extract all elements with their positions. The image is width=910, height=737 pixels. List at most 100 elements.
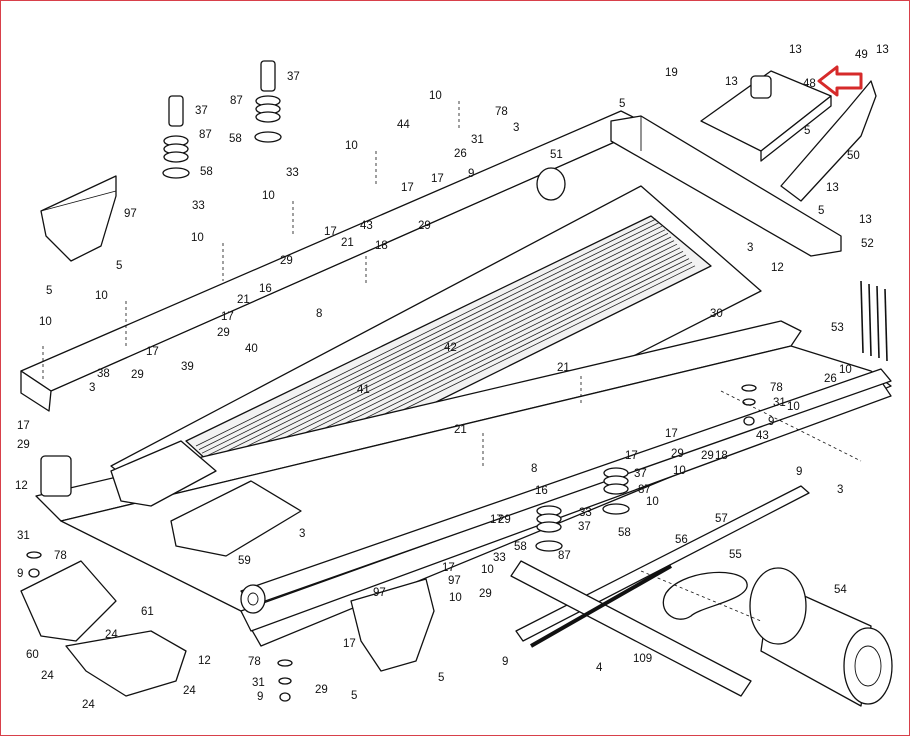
part-label-40: 40 (245, 343, 258, 355)
part-label-31: 31 (17, 530, 30, 542)
part-label-78: 78 (495, 106, 508, 118)
part-label-17: 17 (324, 226, 337, 238)
drive-belt (662, 571, 748, 620)
part-label-5: 5 (46, 285, 52, 297)
lower-frame (35, 320, 892, 647)
part-label-10: 10 (787, 401, 800, 413)
motor-belt (536, 167, 566, 201)
part-label-78: 78 (248, 656, 261, 668)
part-label-10: 10 (673, 465, 686, 477)
part-label-13: 13 (859, 214, 872, 226)
part-label-17: 17 (442, 562, 455, 574)
part-label-29: 29 (498, 514, 511, 526)
upright-frame (610, 115, 842, 257)
part-label-29: 29 (17, 439, 30, 451)
controller-board (700, 70, 832, 162)
part-label-17: 17 (343, 638, 356, 650)
part-label-57: 57 (715, 513, 728, 525)
part-label-12: 12 (771, 262, 784, 274)
highlight-arrow (817, 65, 863, 97)
wire-ties (860, 280, 888, 362)
motor (749, 567, 893, 707)
spring-stack-upper-left (162, 95, 190, 179)
part-label-48: 48 (803, 78, 816, 90)
part-label-24: 24 (41, 670, 54, 682)
part-label-26: 26 (824, 373, 837, 385)
part-label-13: 13 (876, 44, 889, 56)
part-label-54: 54 (834, 584, 847, 596)
spring-stack-lower (535, 505, 563, 552)
part-label-58: 58 (200, 166, 213, 178)
part-label-9: 9 (17, 568, 23, 580)
part-label-10: 10 (191, 232, 204, 244)
part-label-17: 17 (17, 420, 30, 432)
part-label-60: 60 (26, 649, 39, 661)
part-label-13: 13 (826, 182, 839, 194)
part-label-33: 33 (192, 200, 205, 212)
part-label-97: 97 (448, 575, 461, 587)
part-label-5: 5 (438, 672, 444, 684)
part-label-33: 33 (286, 167, 299, 179)
part-label-42: 42 (444, 342, 457, 354)
part-label-21: 21 (454, 424, 467, 436)
part-label-56: 56 (675, 534, 688, 546)
part-label-55: 55 (729, 549, 742, 561)
part-label-10: 10 (839, 364, 852, 376)
part-label-10: 10 (429, 90, 442, 102)
part-label-52: 52 (861, 238, 874, 250)
part-label-17: 17 (625, 450, 638, 462)
part-label-13: 13 (789, 44, 802, 56)
part-label-43: 43 (360, 220, 373, 232)
part-label-10: 10 (646, 496, 659, 508)
spring-stack-upper (254, 60, 282, 143)
axle (530, 564, 672, 648)
part-label-87: 87 (558, 550, 571, 562)
bracket-50 (780, 80, 877, 202)
part-label-29: 29 (418, 220, 431, 232)
part-label-10: 10 (449, 592, 462, 604)
part-label-18: 18 (715, 450, 728, 462)
part-label-43: 43 (756, 430, 769, 442)
part-label-53: 53 (831, 322, 844, 334)
endcap-61 (65, 630, 187, 697)
part-label-33: 33 (579, 507, 592, 519)
assembly-lines (42, 101, 862, 622)
part-label-30: 30 (710, 308, 723, 320)
part-label-17: 17 (431, 173, 444, 185)
part-label-10: 10 (95, 290, 108, 302)
part-label-12: 12 (198, 655, 211, 667)
part-label-3: 3 (513, 122, 519, 134)
part-label-24: 24 (183, 685, 196, 697)
hood-97-upper (40, 175, 117, 262)
rear-end-caps (110, 440, 302, 557)
left-frame-rail (20, 110, 652, 412)
part-label-5: 5 (351, 690, 357, 702)
part-label-9: 9 (502, 656, 508, 668)
part-label-31: 31 (773, 397, 786, 409)
washer-stack-left (26, 551, 42, 578)
part-label-21: 21 (237, 294, 250, 306)
part-label-19: 19 (665, 67, 678, 79)
part-label-97: 97 (124, 208, 137, 220)
part-label-24: 24 (82, 699, 95, 711)
part-label-5: 5 (116, 260, 122, 272)
part-label-109: 109 (633, 653, 652, 665)
part-label-24: 24 (105, 629, 118, 641)
endcap-60 (20, 560, 117, 642)
part-label-5: 5 (619, 98, 625, 110)
part-label-87: 87 (199, 129, 212, 141)
part-label-10: 10 (39, 316, 52, 328)
part-label-33: 33 (493, 552, 506, 564)
part-label-17: 17 (401, 182, 414, 194)
part-label-51: 51 (550, 149, 563, 161)
rear-roller (40, 455, 72, 497)
part-label-37: 37 (195, 105, 208, 117)
part-label-21: 21 (557, 362, 570, 374)
part-label-61: 61 (141, 606, 154, 618)
part-label-4: 4 (596, 662, 603, 674)
part-label-17: 17 (221, 311, 234, 323)
part-label-29: 29 (479, 588, 492, 600)
part-label-5: 5 (818, 205, 824, 217)
